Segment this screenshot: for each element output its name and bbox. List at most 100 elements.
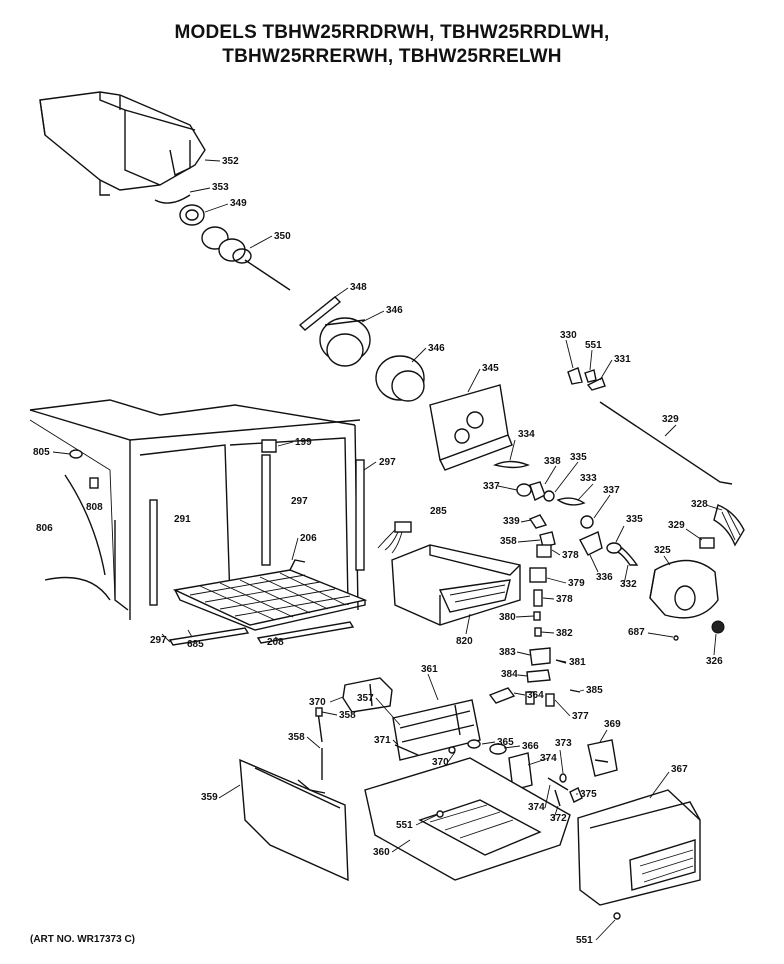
post-380 bbox=[533, 611, 541, 621]
cap-383 bbox=[529, 647, 551, 666]
callout-297-c: 297 bbox=[150, 635, 167, 646]
auger-350 bbox=[201, 226, 291, 291]
callout-338: 338 bbox=[544, 456, 561, 467]
switch-377-b bbox=[545, 693, 555, 707]
callout-361: 361 bbox=[421, 664, 438, 675]
harness-285 bbox=[377, 521, 412, 554]
callout-382: 382 bbox=[556, 628, 573, 639]
ice-maker-820 bbox=[391, 544, 521, 626]
callout-370-b: 370 bbox=[432, 757, 449, 768]
duct-367 bbox=[577, 789, 701, 906]
callout-337-a: 337 bbox=[483, 481, 500, 492]
nut-373 bbox=[559, 773, 567, 783]
spring-332 bbox=[616, 547, 639, 566]
callout-359: 359 bbox=[201, 792, 218, 803]
rail-291 bbox=[149, 499, 158, 606]
callout-357: 357 bbox=[357, 693, 374, 704]
rail-297-b bbox=[355, 459, 365, 571]
callout-285: 285 bbox=[430, 506, 447, 517]
callout-385-a: 385 bbox=[586, 685, 603, 696]
callout-labels: 352 353 349 350 348 346 346 345 330 551 … bbox=[33, 156, 723, 946]
callout-331: 331 bbox=[614, 354, 631, 365]
ice-bucket-352 bbox=[39, 91, 206, 196]
callout-551-a: 551 bbox=[585, 340, 602, 351]
clamp-366 bbox=[489, 743, 507, 755]
callout-199: 199 bbox=[295, 437, 312, 448]
bracket-345 bbox=[429, 384, 513, 471]
callout-377: 377 bbox=[572, 711, 589, 722]
spring-330 bbox=[567, 367, 583, 385]
bracket-361 bbox=[392, 699, 481, 761]
screw-358-b bbox=[317, 711, 323, 743]
callout-346-b: 346 bbox=[428, 343, 445, 354]
callout-325: 325 bbox=[654, 545, 671, 556]
callout-346-a: 346 bbox=[386, 305, 403, 316]
fitting-364 bbox=[488, 687, 516, 704]
callout-685: 685 bbox=[187, 639, 204, 650]
clip-339 bbox=[528, 514, 548, 529]
screw-551-c bbox=[613, 912, 621, 920]
callout-291: 291 bbox=[174, 514, 191, 525]
plug-805 bbox=[69, 449, 83, 459]
pin-372 bbox=[554, 789, 561, 807]
stop-358a bbox=[539, 531, 556, 548]
callout-360: 360 bbox=[373, 847, 390, 858]
callout-373: 373 bbox=[555, 738, 572, 749]
callout-367: 367 bbox=[671, 764, 688, 775]
gear-337-b bbox=[580, 515, 594, 529]
callout-337-b: 337 bbox=[603, 485, 620, 496]
screw-551-b bbox=[436, 810, 444, 818]
drum-346-b bbox=[375, 355, 425, 402]
panel-359 bbox=[239, 758, 349, 882]
leader-lines bbox=[52, 159, 723, 941]
callout-353: 353 bbox=[212, 182, 229, 193]
callout-332: 332 bbox=[620, 579, 637, 590]
callout-380: 380 bbox=[499, 612, 516, 623]
rod-348 bbox=[298, 296, 342, 331]
callout-808: 808 bbox=[86, 502, 103, 513]
callout-805: 805 bbox=[33, 447, 50, 458]
callout-345: 345 bbox=[482, 363, 499, 374]
callout-370-a: 370 bbox=[309, 697, 326, 708]
plate-374-a bbox=[508, 752, 533, 791]
nut-551-a bbox=[584, 369, 597, 383]
switch-378-a bbox=[536, 544, 552, 558]
callout-335-a: 335 bbox=[570, 452, 587, 463]
grommet-365 bbox=[467, 739, 481, 749]
callout-365: 365 bbox=[497, 737, 514, 748]
callout-551-c: 551 bbox=[576, 935, 593, 946]
callout-336: 336 bbox=[596, 572, 613, 583]
callout-687: 687 bbox=[628, 627, 645, 638]
door-seal-806 bbox=[64, 474, 106, 576]
callout-806: 806 bbox=[36, 523, 53, 534]
callout-364: 364 bbox=[527, 690, 544, 701]
gear-335-a bbox=[543, 490, 555, 502]
housing-328 bbox=[713, 504, 745, 547]
diagram-title-line-2: TBHW25RRERWH, TBHW25RRELWH bbox=[222, 46, 562, 67]
callout-381: 381 bbox=[569, 657, 586, 668]
callout-330: 330 bbox=[560, 330, 577, 341]
rod-374-b bbox=[547, 777, 569, 791]
cover-329b bbox=[699, 537, 715, 549]
callout-349: 349 bbox=[230, 198, 247, 209]
callout-334: 334 bbox=[518, 429, 535, 440]
callout-369: 369 bbox=[604, 719, 621, 730]
drum-346-a bbox=[319, 317, 371, 367]
callout-352: 352 bbox=[222, 156, 239, 167]
clip-199 bbox=[261, 439, 277, 453]
wire-329 bbox=[599, 401, 733, 485]
callout-383: 383 bbox=[499, 647, 516, 658]
callout-297-a: 297 bbox=[379, 457, 396, 468]
callout-297-b: 297 bbox=[291, 496, 308, 507]
bracket-384 bbox=[526, 669, 551, 683]
clip-375 bbox=[569, 787, 583, 803]
tray-360 bbox=[364, 757, 571, 881]
callout-328: 328 bbox=[691, 499, 708, 510]
callout-348: 348 bbox=[350, 282, 367, 293]
callout-335-b: 335 bbox=[626, 514, 643, 525]
motor-325 bbox=[649, 559, 719, 619]
callout-378-a: 378 bbox=[562, 550, 579, 561]
callout-551-b: 551 bbox=[396, 820, 413, 831]
callout-358-c: 358 bbox=[288, 732, 305, 743]
callout-329-a: 329 bbox=[662, 414, 679, 425]
